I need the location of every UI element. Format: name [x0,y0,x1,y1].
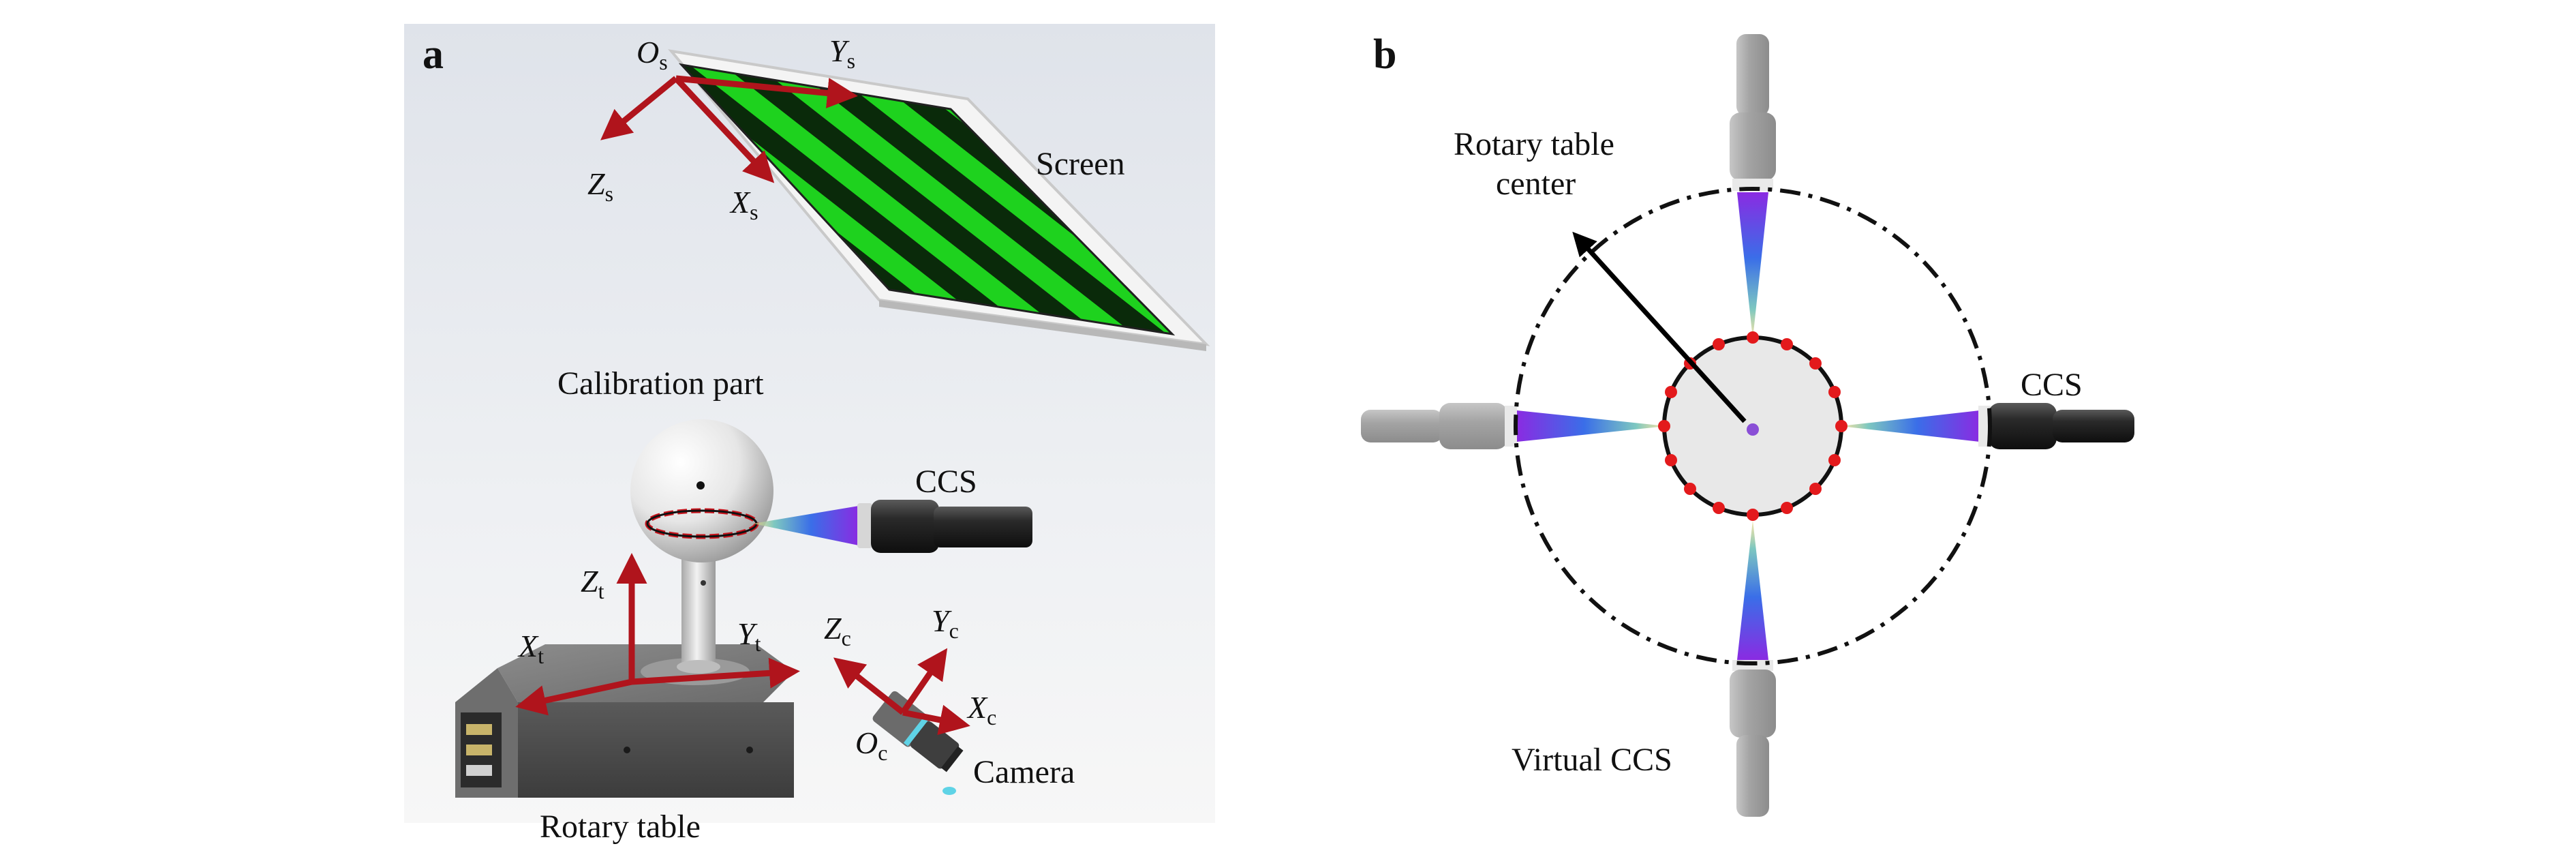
measurement-point [1828,454,1841,466]
camera-y-label: Yc [932,603,959,643]
calibration-post-base [677,660,720,674]
screen-label: Screen [1036,146,1125,182]
rotary-table-center-point [1747,423,1759,436]
virtual-probe-bottom-beam [1737,520,1768,660]
camera-x-axis [902,704,970,736]
rotary-table-connector-2 [466,745,492,755]
measurement-point [1747,509,1759,521]
measurement-point [1665,386,1677,398]
virtual-probe-bottom-body [1736,735,1769,817]
screen-y-axis [675,75,858,108]
ccs-probe-b-beam [1840,410,1980,442]
camera-origin-label: Oc [855,725,887,765]
rotary-table-connector-1 [466,724,492,735]
ccs-probe-a [753,500,1032,553]
rotary-center-label-line2: center [1496,166,1576,202]
ccs-beam-a [753,506,859,545]
camera-lens-front [941,746,964,772]
table-y-axis [631,657,800,689]
camera-indicator [942,787,956,795]
screen-x-label: Xs [729,185,758,224]
measurement-point [1828,386,1841,398]
measurement-point [1809,483,1822,495]
camera-lens [910,721,960,769]
measurement-point [1713,338,1725,350]
ccs-probe-a-tip [857,503,872,548]
screen-axes [600,75,858,183]
rotary-table-bolt-2 [746,747,753,753]
camera-x-label: Xc [966,690,996,730]
ccs-label-b: CCS [2021,367,2083,403]
table-z-label: Zt [581,564,604,603]
screen-edge-shadow [879,300,1206,351]
camera-axes [833,648,970,736]
measurement-point [1665,454,1677,466]
measurement-point [1781,338,1793,350]
virtual-probe-bottom [1730,520,1776,817]
panel-b: b [1361,31,2134,817]
camera-z-label: Zc [824,611,851,650]
screen-stripe-pattern [678,63,1176,336]
table-x-label: Xt [517,629,544,668]
virtual-probe-top-body [1736,34,1769,116]
calibration-sphere-center [696,481,705,490]
camera-y-axis [900,648,948,715]
table-y-label: Yt [737,616,761,656]
table-x-axis [515,678,632,716]
measurement-point [1809,357,1822,370]
ccs-probe-b-body [2053,410,2134,442]
measurement-point [1658,420,1670,432]
ccs-probe-b [1840,403,2134,449]
panel-a: Os Ys Zs Xs Screen [404,24,1215,845]
rotary-table-connector-3 [466,765,492,776]
measurement-points [1658,331,1847,521]
measurement-point [1713,502,1725,514]
screen-x-axis [673,76,775,183]
virtual-probe-left [1361,403,1666,449]
ccs-probe-a-tail [934,507,1032,547]
rotary-table [455,644,794,798]
camera-z-axis [833,657,905,715]
camera-lens-ring [903,716,930,747]
table-axes [515,553,800,716]
panel-a-letter: a [423,31,444,78]
calibration-post-hole [701,580,706,586]
rotary-table-bolt-1 [624,747,630,753]
ccs-label-a: CCS [915,464,977,500]
measurement-point [1835,420,1847,432]
virtual-ccs-path-circle [1514,187,1992,665]
calibration-sphere [630,419,773,562]
screen [668,49,1210,351]
panel-b-letter: b [1373,31,1396,78]
screen-z-label: Zs [587,166,613,206]
camera [872,691,964,772]
virtual-probe-left-body [1361,410,1443,442]
virtual-probe-top-neck [1730,112,1776,181]
screen-z-axis [600,76,678,140]
measurement-point [1684,483,1696,495]
virtual-probe-top [1730,34,1776,339]
calibration-part-label: Calibration part [557,365,764,402]
virtual-probe-left-beam [1517,410,1666,442]
measurement-point [1747,331,1759,344]
screen-origin-label: Os [637,35,668,74]
measurement-point [1781,502,1793,514]
rotary-center-label-line1: Rotary table [1454,126,1614,162]
ccs-probe-b-neck [1989,403,2057,449]
ccs-probe-a-body [871,500,939,553]
camera-label: Camera [973,754,1075,790]
virtual-probe-top-beam [1737,192,1768,339]
rotary-center-pointer-arrow [1572,231,1747,423]
screen-y-label: Ys [829,33,855,73]
virtual-ccs-label: Virtual CCS [1512,742,1672,778]
rotary-table-label: Rotary table [540,809,701,845]
ccs-probe-b-tip [1978,406,1991,447]
virtual-probe-left-neck [1439,403,1507,449]
virtual-probe-bottom-neck [1730,670,1776,738]
